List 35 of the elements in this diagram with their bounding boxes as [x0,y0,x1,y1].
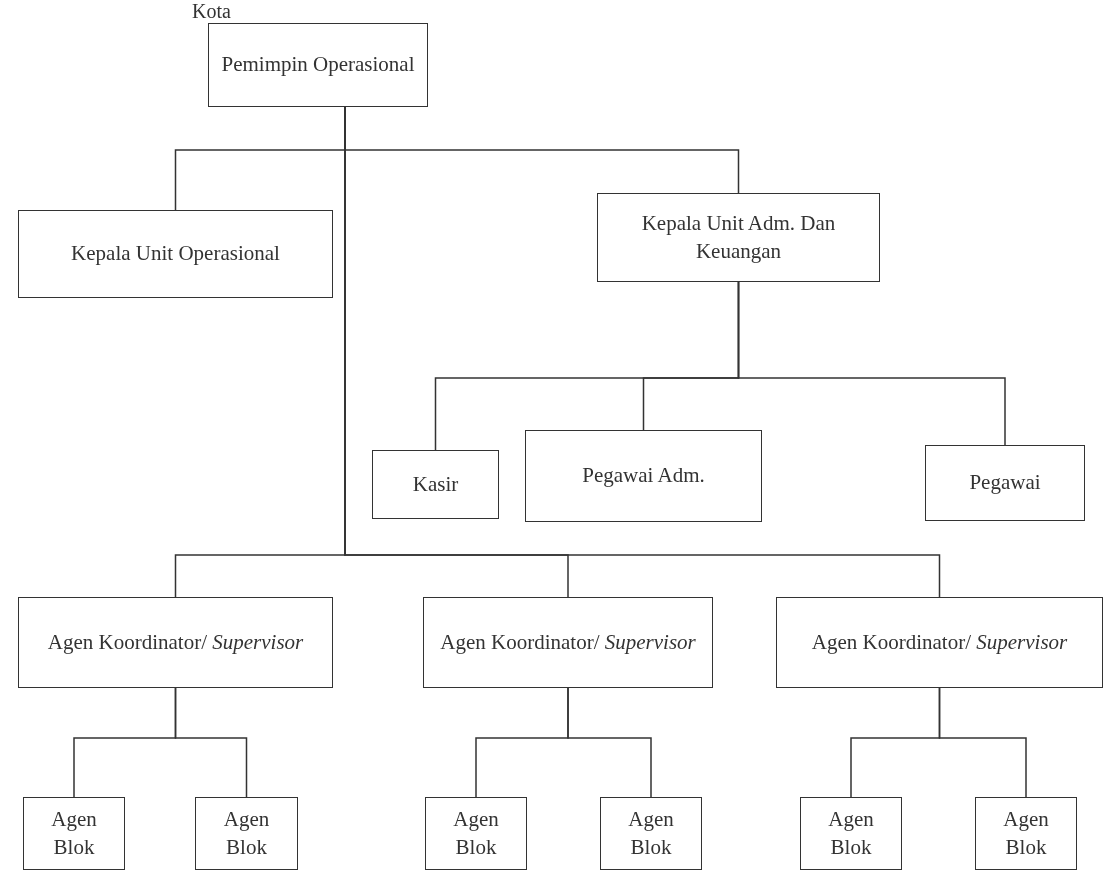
box-label: Kepala Unit Operasional [71,240,280,268]
org-box [372,450,499,519]
box-label: Agen Koordinator/ Supervisor [47,628,304,656]
connector-line [737,281,1006,446]
org-box [18,597,333,688]
box-label: Agen Blok [1002,806,1050,861]
connector-line [567,687,652,798]
box-label: Agen Blok [222,806,271,861]
org-box [600,797,702,870]
org-box [18,210,333,298]
box-label: Pemimpin Operasional [221,51,415,79]
box-label: Agen Blok [50,806,98,861]
box-label: Agen Blok [827,806,875,861]
connector-line [938,687,1027,798]
org-box [800,797,902,870]
org-box [975,797,1077,870]
location-label: Kota [192,0,231,23]
org-box [423,597,713,688]
box-label: Kasir [412,470,459,498]
box-label: Agen Blok [627,806,675,861]
org-box [208,23,428,107]
box-label: Agen Blok [452,806,500,861]
org-box [425,797,527,870]
org-box [195,797,298,870]
org-box [23,797,125,870]
connector-line [174,687,248,798]
box-label: Pegawai [969,469,1041,497]
org-box [925,445,1085,521]
box-label: Agen Koordinator/ Supervisor [811,628,1068,656]
box-label: Agen Koordinator/ Supervisor [440,628,696,656]
org-box [597,193,880,282]
org-box [525,430,762,522]
box-label: Kepala Unit Adm. Dan Keuangan [640,210,837,265]
org-box [776,597,1103,688]
box-label: Pegawai Adm. [582,462,705,490]
